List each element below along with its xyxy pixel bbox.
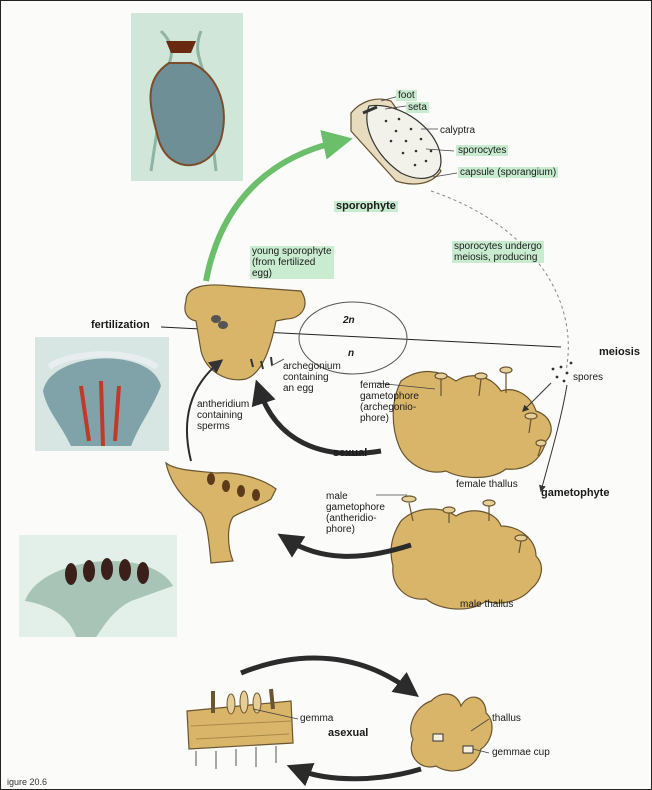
label-male-gametophore: male gametophore (antheridio- phore) (326, 491, 385, 535)
thallus-to-gemma-arrow (296, 769, 421, 779)
label-sporocytes-undergo: sporocytes undergo meiosis, producing (452, 241, 544, 263)
label-asexual: asexual (328, 728, 368, 739)
label-seta: seta (406, 102, 429, 113)
label-gemma: gemma (300, 713, 333, 724)
antheridiophore-drawing (166, 463, 276, 563)
label-male-thallus: male thallus (460, 599, 513, 610)
label-female-gametophore: female gametophore (archegonio- phore) (360, 380, 419, 424)
label-gemmae-cup: gemmae cup (492, 747, 550, 758)
antheridiophore-micrograph (19, 535, 177, 637)
gemma-to-thallus-arrow (241, 658, 411, 691)
label-capsule: capsule (sporangium) (458, 167, 558, 178)
label-young-sporophyte: young sporophyte (from fertilized egg) (250, 246, 334, 279)
gemmae-cup-section (187, 689, 293, 769)
figure-caption: igure 20.6 (7, 777, 47, 787)
label-female-thallus: female thallus (456, 479, 518, 490)
label-archegonium: archegonium containing an egg (283, 361, 341, 394)
archegoniophore-micrograph (35, 337, 169, 451)
label-2n: 2n (343, 315, 355, 326)
sporophyte-micrograph (131, 13, 243, 181)
male-thallus-drawing (391, 496, 541, 609)
label-meiosis: meiosis (599, 347, 640, 358)
label-antheridium: antheridium containing sperms (197, 399, 249, 432)
label-sexual: sexual (333, 448, 367, 459)
label-fertilization: fertilization (91, 320, 150, 331)
label-n: n (348, 348, 354, 359)
label-thallus: thallus (492, 713, 521, 724)
label-spores: spores (573, 372, 603, 383)
label-sporophyte: sporophyte (334, 201, 398, 212)
label-calyptra: calyptra (440, 125, 475, 136)
label-gametophyte: gametophyte (541, 488, 609, 499)
label-sporocytes: sporocytes (456, 145, 508, 156)
label-foot: foot (396, 90, 417, 101)
thallus-with-gemmae-cups (411, 694, 492, 771)
spores-dots (552, 362, 573, 383)
